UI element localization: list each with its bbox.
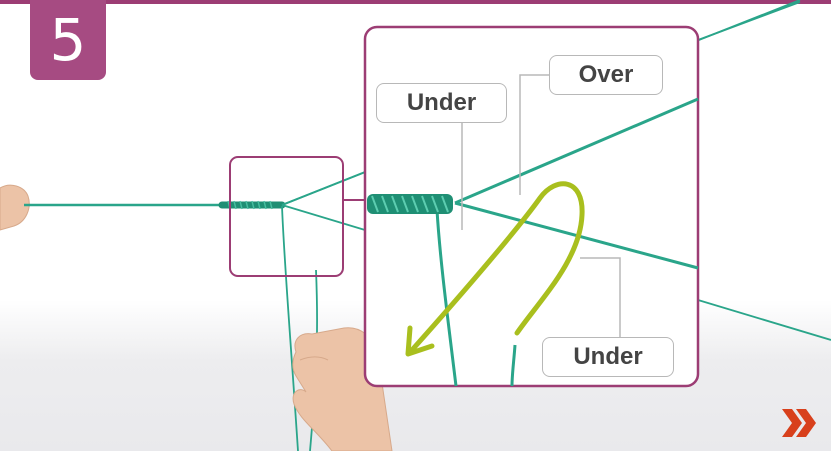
label-under-bottom: Under xyxy=(542,337,674,377)
step-number-badge: 5 xyxy=(30,0,106,80)
double-chevron-right-icon[interactable] xyxy=(780,405,820,441)
left-fingertip xyxy=(0,185,29,230)
label-over: Over xyxy=(549,55,663,95)
label-under-top: Under xyxy=(376,83,507,123)
detail-frame-small xyxy=(230,157,343,276)
